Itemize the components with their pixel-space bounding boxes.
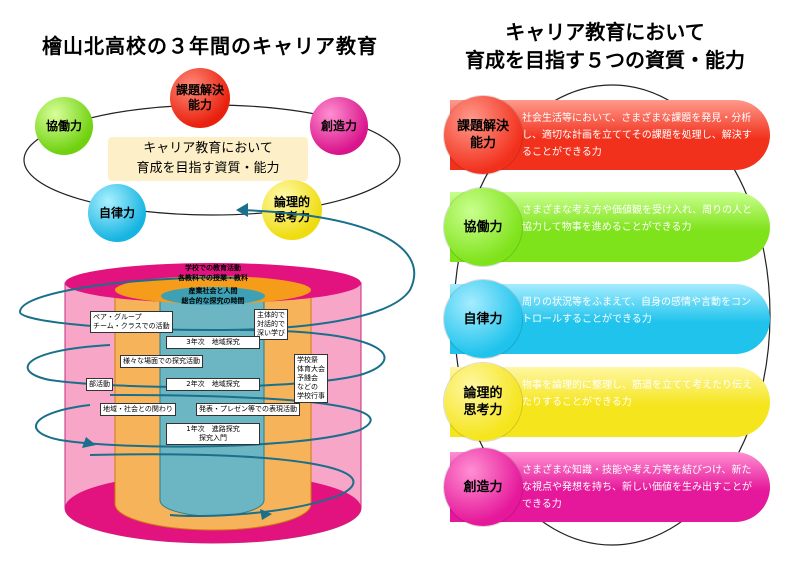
- cycle-kadai: 課題解決 能力: [170, 68, 230, 128]
- box-happyo: 発表・プレゼン等での表現活動: [196, 403, 300, 416]
- right-title-line2: 育成を目指す５つの資質・能力: [465, 48, 745, 72]
- center-box-line1: キャリア教育において: [143, 141, 273, 156]
- box-bukatsu: 部活動: [86, 378, 113, 391]
- center-box: キャリア教育において 育成を目指す資質・能力: [108, 137, 308, 181]
- ability-desc: さまざまな考え方や価値観を受け入れ、周りの人と協力して物事を進めることができる力: [522, 205, 753, 233]
- right-title: キャリア教育において 育成を目指す５つの資質・能力: [430, 18, 780, 74]
- ability-name: 協働力: [444, 188, 522, 266]
- box-shutai: 主体的で 対話的で 深い学び: [254, 309, 288, 340]
- ability-name: 自律力: [444, 280, 522, 358]
- center-box-line2: 育成を目指す資質・能力: [136, 161, 280, 176]
- ability-name: 論理的 思考力: [444, 363, 522, 441]
- right-title-line1: キャリア教育において: [505, 20, 705, 44]
- ability-name: 課題解決 能力: [444, 96, 522, 174]
- box-chiiki: 地域・社会との関わり: [100, 403, 176, 416]
- box-gakko: 学校祭 体育大会 予餞会 などの 学校行事: [294, 354, 328, 403]
- cycle-kyodo: 協働力: [35, 97, 93, 155]
- ability-name: 創造力: [444, 448, 522, 526]
- band1-label: 各教科での授業・教科: [178, 274, 248, 282]
- band3-label: 総合的な探究の時間: [181, 297, 245, 305]
- outer-top-label: 学校での教育活動: [185, 264, 241, 272]
- box-year1: 1年次 進路探究 探究入門: [166, 423, 260, 445]
- spiral-arrowhead-top: [236, 203, 248, 217]
- box-year2: 2年次 地域探究: [166, 378, 260, 391]
- blue-top: [161, 287, 265, 305]
- ability-desc: 社会生活等において、さまざまな課題を発見・分析し、適切な計画を立ててその課題を処…: [522, 113, 752, 158]
- spiral-line-4: [89, 453, 355, 517]
- cycle-sozo: 創造力: [310, 97, 368, 155]
- cycle-ronri: 論理的 思考力: [262, 180, 322, 240]
- box-pair: ペア・グループ チーム・クラスでの活動: [90, 311, 173, 333]
- cycle-jiritsu: 自律力: [88, 184, 146, 242]
- spiral-arrowhead-bottom: [260, 509, 272, 520]
- spiral-arrowhead-left: [82, 437, 96, 448]
- band2-label: 産業社会と人間: [188, 287, 238, 295]
- box-year3: 3年次 地域探究: [166, 336, 260, 349]
- ability-desc: 物事を論理的に整理し、筋道を立てて考えたり伝えたりすることができる力: [522, 380, 752, 408]
- ability-desc: 周りの状況等をふまえて、自身の感情や言動をコントロールすることができる力: [522, 297, 751, 325]
- box-various: 様々な場面での探究活動: [120, 355, 203, 368]
- ability-desc: さまざまな知識・技能や考え方等を結びつけ、新たな視点や発想を持ち、新しい価値を生…: [522, 465, 752, 510]
- spiral-line-1: [18, 209, 416, 332]
- left-title: 檜山北高校の３年間のキャリア教育: [42, 34, 378, 58]
